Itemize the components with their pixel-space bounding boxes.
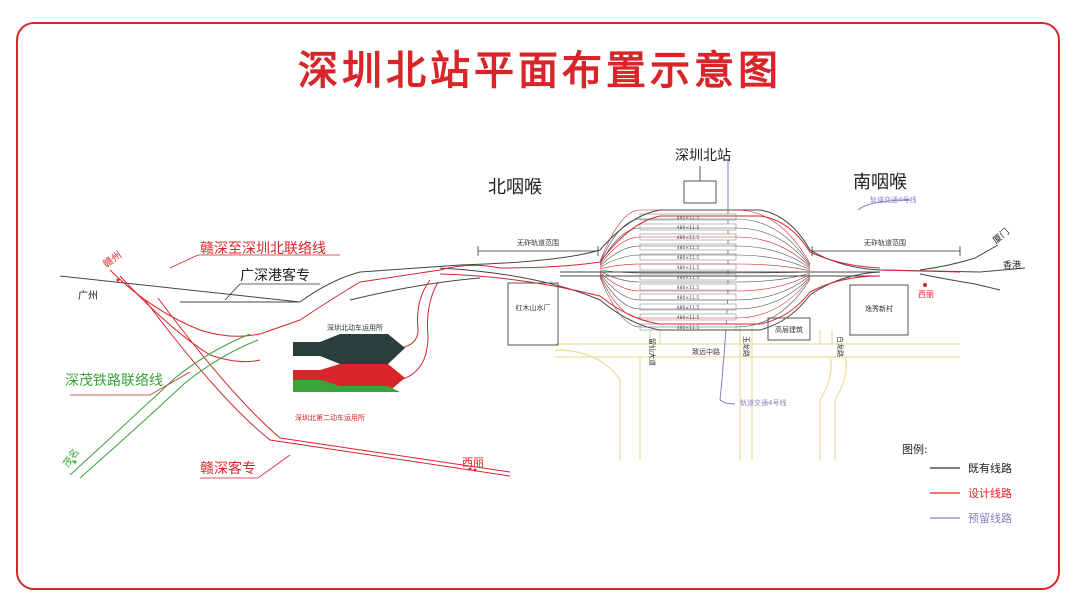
no-ballast-range-left-label: 无砟轨道范围 — [517, 238, 559, 247]
station-track — [599, 218, 811, 265]
diagram-frame — [16, 22, 1060, 590]
platform-label: 480×11.5 — [677, 255, 700, 261]
legend-label: 设计线路 — [968, 486, 1012, 500]
page-title: 深圳北站平面布置示意图 — [298, 48, 782, 94]
station-track — [599, 272, 811, 292]
road-c-label: 玉龙路 — [742, 336, 751, 357]
station-track — [599, 275, 811, 319]
station-track — [599, 273, 811, 301]
road-d-label: 白龙路 — [836, 336, 845, 357]
throat-fan-lines — [599, 209, 811, 328]
building-b-label: 逸秀新村 — [865, 304, 893, 313]
xili2-label: 西丽 — [918, 290, 934, 299]
no-ballast-range-left: 无砟轨道范围 — [477, 238, 599, 256]
ganzhou-label: 赣州 — [100, 248, 124, 270]
emu-yard: 深圳北动车运用所 深圳北第二动车运用所 — [293, 323, 405, 422]
building-a-label: 高层建筑 — [775, 325, 803, 334]
station-track — [599, 263, 811, 272]
station-track — [599, 254, 811, 270]
platform — [639, 283, 737, 291]
factory-label: 红木山水厂 — [516, 303, 551, 312]
guangshen-hk-label: 广深港客专 — [240, 267, 310, 284]
callouts-dark — [224, 283, 320, 301]
station-track — [599, 245, 811, 269]
guangzhou-label: 广州 — [78, 290, 98, 302]
metro-note2-label: 轨道交通4号线 — [870, 195, 916, 204]
building-b-box: 逸秀新村 — [849, 284, 909, 336]
callouts — [70, 254, 340, 479]
platform — [639, 313, 737, 321]
factory-box: 红木山水厂 — [507, 282, 559, 346]
maoming-label: 茂名 — [60, 446, 82, 470]
station-track — [599, 227, 811, 267]
emu-yard-label: 深圳北动车运用所 — [327, 323, 383, 332]
shenmao-link-label: 深茂铁路联络线 — [65, 372, 163, 389]
station-track — [599, 270, 811, 283]
platform-label: 480×11.5 — [677, 275, 700, 281]
platform — [639, 303, 737, 311]
south-throat-label: 南咽喉 — [853, 172, 907, 193]
platform — [639, 253, 737, 261]
hongkong-label: 香港 — [1003, 259, 1021, 271]
station-track — [599, 269, 811, 274]
ganshen-label: 赣深客专 — [200, 460, 256, 477]
platform — [639, 273, 737, 281]
ganshen-link-label: 赣深至深圳北联络线 — [200, 241, 326, 257]
legend-title: 图例: — [902, 442, 928, 456]
station-label: 深圳北站 — [675, 148, 731, 164]
station-track — [599, 236, 811, 268]
platform-label: 480×11.5 — [677, 285, 700, 291]
platform-label: 480×11.5 — [677, 305, 700, 311]
station-track — [599, 274, 811, 310]
legend-label: 预留线路 — [968, 511, 1012, 525]
legend-label: 既有线路 — [968, 461, 1012, 475]
platform-label: 480×11.5 — [677, 235, 700, 241]
road-b-label: 留仙大道 — [648, 338, 657, 366]
existing-tracks — [59, 209, 1026, 331]
road-network — [554, 325, 960, 460]
shenmao-link-line — [69, 333, 259, 479]
platform-label: 480×11.5 — [677, 245, 700, 251]
place-markers — [73, 278, 927, 472]
platform-label: 480×11.5 — [677, 265, 700, 271]
building-a-box: 高层建筑 — [767, 317, 811, 341]
platform — [639, 243, 737, 251]
metro-note-label: 轨道交通4号线 — [740, 398, 786, 407]
station-track — [599, 209, 811, 264]
xiamen-label: 厦门 — [990, 226, 1012, 247]
platform-label: 480×11.5 — [677, 215, 700, 221]
platform — [639, 223, 737, 231]
no-ballast-range-right: 无砟轨道范围 — [811, 238, 961, 256]
xili-label: 西丽 — [462, 456, 484, 469]
north-throat-label: 北咽喉 — [488, 177, 542, 198]
platform-label: 480×11.5 — [677, 295, 700, 301]
road-a-label: 致远中路 — [692, 347, 720, 356]
metro-line-4 — [719, 160, 911, 405]
no-ballast-range-right-label: 无砟轨道范围 — [864, 238, 906, 247]
emu-yard2-label: 深圳北第二动车运用所 — [295, 413, 365, 422]
station-track — [599, 277, 811, 328]
platform-label: 480×11.5 — [677, 325, 700, 331]
station-building: 深圳北站 — [675, 148, 731, 204]
